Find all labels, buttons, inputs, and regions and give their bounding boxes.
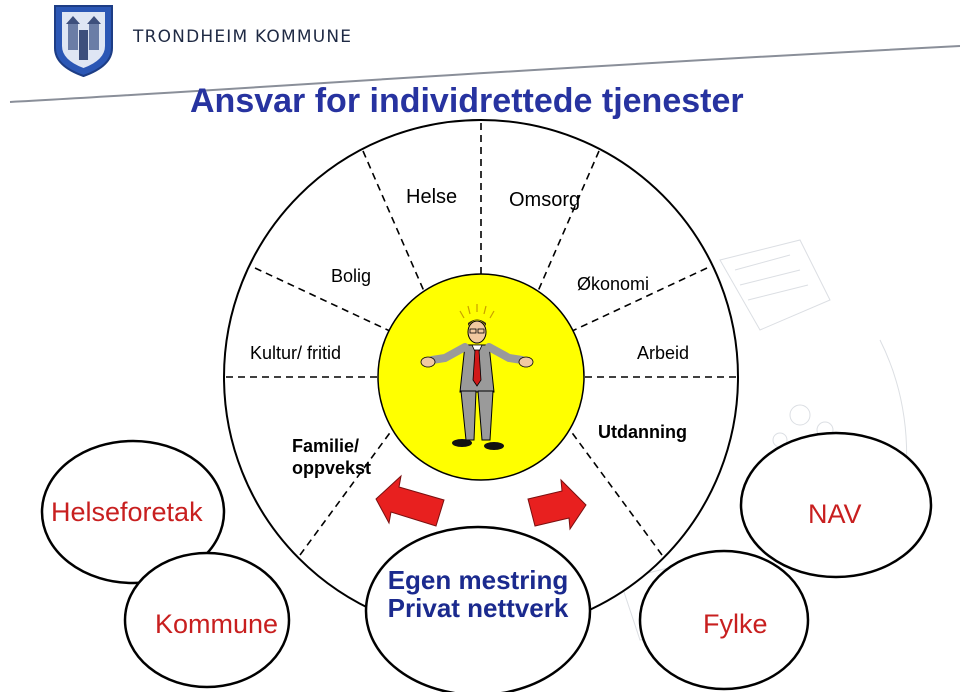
bubble-helseforetak [40,439,226,585]
center-line-egen-mestring: Egen mestring [387,565,569,595]
organization-name: TRONDHEIM KOMMUNE [133,27,353,47]
bubble-label-nav: NAV [808,499,862,529]
page-title: Ansvar for individrettede tjenester [190,82,744,120]
header-swoosh [9,45,960,103]
segment-label-helse: Helse [406,186,458,208]
bubble-nav [739,431,933,579]
segment-label-okonomi: Økonomi [577,274,650,294]
segment-label-bolig: Bolig [331,266,372,286]
segment-label-familie-line1: Familie/ [292,436,360,456]
wheel-spokes [226,123,736,556]
bubble-label-fylke: Fylke [703,609,768,639]
bubble-label-kommune: Kommune [155,609,279,639]
arrow-right-icon [527,478,587,531]
center-line-privat-nettverk: Privat nettverk [387,593,569,623]
trondheim-coat-of-arms-icon [54,5,113,78]
segment-label-utdanning: Utdanning [598,422,687,442]
person-shrugging-icon [420,304,534,450]
segment-label-familie-line2: oppvekst [292,458,372,478]
arrow-left-icon [375,474,445,527]
bubble-center [364,525,592,692]
bubble-label-helseforetak: Helseforetak [51,497,203,527]
bubble-fylke [638,549,810,691]
center-bubble-text: Egen mestring Privat nettverk [370,566,586,622]
segment-label-arbeid: Arbeid [637,343,690,363]
bubble-kommune [123,551,291,689]
segment-label-omsorg: Omsorg [509,189,581,211]
segment-label-kultur-fritid: Kultur/ fritid [250,343,342,363]
